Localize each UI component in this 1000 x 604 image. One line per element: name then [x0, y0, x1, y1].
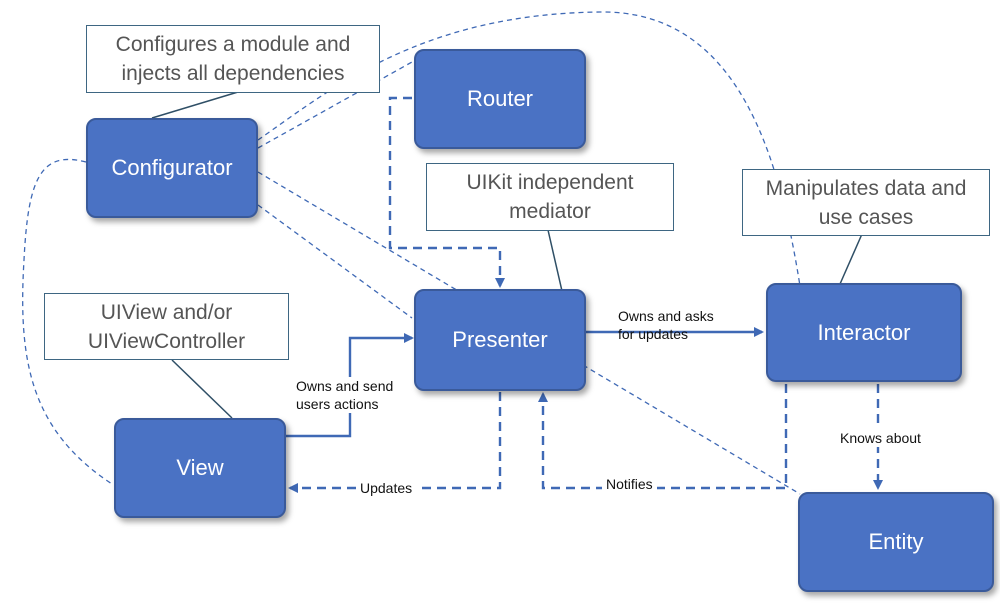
configurator-label: Configurator [111, 155, 233, 180]
router-box: Router [414, 49, 586, 149]
interactor-to-entity-label: Knows about [838, 429, 923, 447]
configurator-to-presenter-link [257, 204, 413, 319]
presenter-to-interactor-label: Owns and asks for updates [618, 308, 714, 342]
router-to-presenter-arrow [388, 96, 505, 288]
configurator-to-view-link [22, 158, 113, 485]
entity-box: Entity [798, 492, 994, 592]
view-note: UIView and/or UIViewController [44, 293, 289, 360]
view-box: View [114, 418, 286, 518]
router-label: Router [466, 86, 534, 111]
presenter-to-view-label: Updates [356, 479, 417, 497]
interactor-box: Interactor [766, 283, 962, 382]
interactor-label: Interactor [817, 319, 911, 345]
configurator-note: Configures a module and injects all depe… [86, 25, 380, 93]
configurator-to-interactor-link [257, 11, 801, 287]
configurator-note-callout [151, 91, 239, 119]
presenter-box: Presenter [414, 289, 586, 391]
view-note-callout [171, 359, 233, 419]
interactor-to-presenter-arrow [538, 384, 788, 490]
presenter-to-view-arrow [288, 392, 502, 493]
interactor-note-callout [839, 233, 863, 285]
configurator-box: Configurator [86, 118, 258, 218]
entity-label: Entity [868, 529, 924, 554]
presenter-label: Presenter [452, 327, 548, 352]
presenter-note-callout [547, 229, 563, 292]
interactor-note: Manipulates data and use cases [742, 169, 990, 236]
configurator-to-router-link [257, 61, 413, 149]
view-label: View [176, 455, 224, 480]
presenter-note: UIKit independent mediator [426, 163, 674, 231]
interactor-to-presenter-label: Notifies [602, 475, 657, 493]
view-to-presenter-label: Owns and send users actions [296, 377, 394, 413]
